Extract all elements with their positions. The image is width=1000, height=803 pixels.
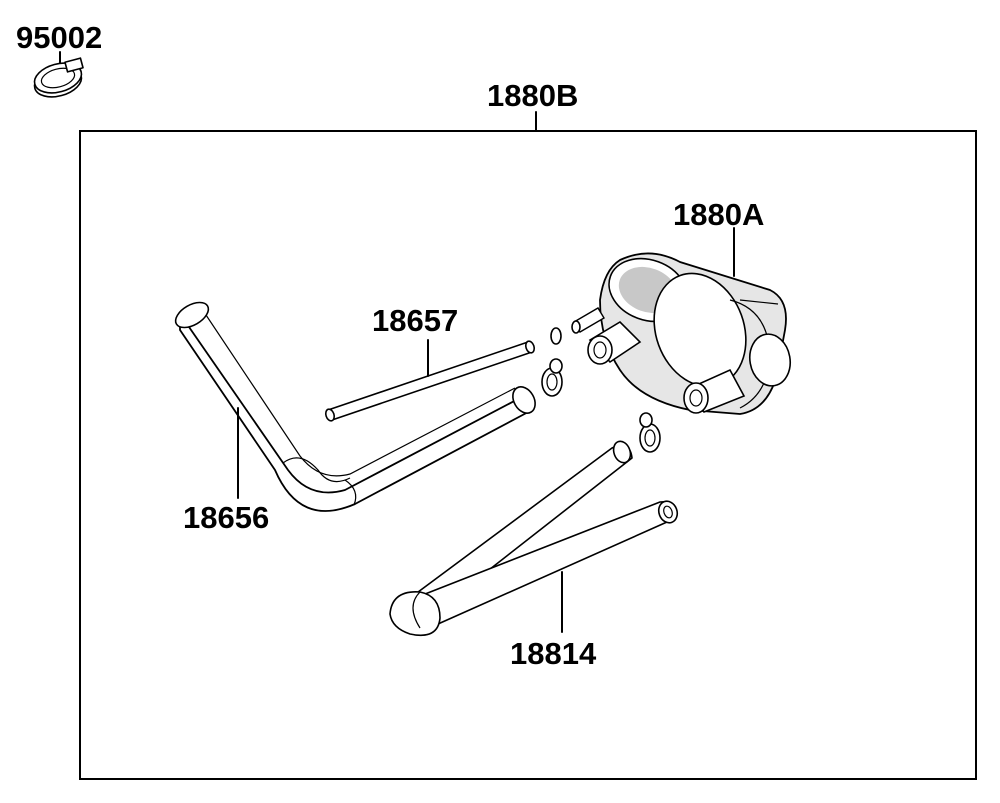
bent-hose-part-number: 18656 <box>183 500 270 535</box>
clamp-part-number: 95002 <box>16 20 103 55</box>
pump-part-number: 1880A <box>673 197 765 232</box>
hose-clip-icon <box>541 327 661 453</box>
assembly-frame <box>79 130 977 780</box>
small-hose-icon <box>324 340 536 422</box>
bent-hose-icon <box>174 301 536 512</box>
y-hose-part-number: 18814 <box>510 636 597 671</box>
y-hose-icon <box>389 440 679 637</box>
pump-icon <box>571 252 792 415</box>
small-hose-part-number: 18657 <box>372 303 459 338</box>
clamp-icon <box>33 51 84 98</box>
assembly-part-number: 1880B <box>487 78 579 113</box>
